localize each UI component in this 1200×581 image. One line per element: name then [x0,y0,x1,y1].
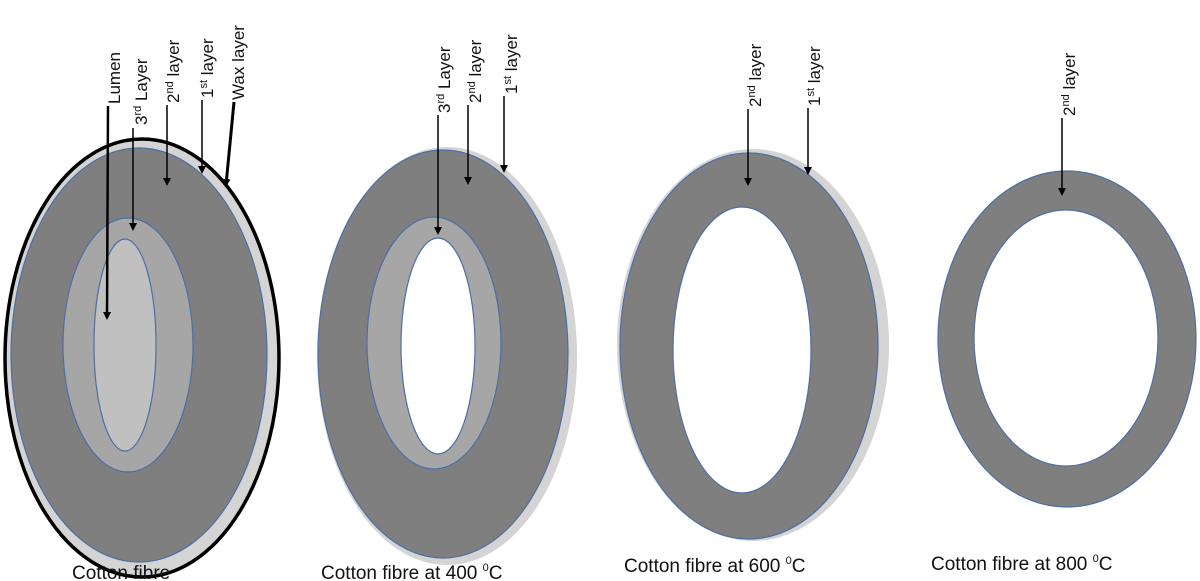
wax-layer-label: Wax layer [229,25,248,100]
fibre-raw: Lumen 3rd Layer 2nd layer 1st layer Wax … [3,25,281,581]
lumen-label: Lumen [105,52,124,104]
first-layer-label: 1st layer [198,38,217,98]
second-layer-label: 2nd layer [746,43,765,107]
wax-layer-arrow [222,101,236,187]
fibre-800c: 2nd layer Cotton fibre at 800 0C [931,52,1197,575]
lumen-hollow [973,209,1159,467]
third-layer-label: 3rd Layer [132,58,151,125]
lumen-hollow [400,237,476,455]
second-layer-label: 2nd layer [466,39,485,103]
caption-fibre-800: Cotton fibre at 800 0C [931,553,1112,575]
fibre-600c: 2nd layer 1st layer Cotton fibre at 600 … [617,43,889,577]
caption-fibre-600: Cotton fibre at 600 0C [624,555,805,577]
caption-fibre-raw: Cotton fibre [72,563,170,581]
third-layer-label: 3rd Layer [435,46,454,113]
first-layer-label: 1st layer [805,46,824,106]
fibre-400c: 3rd Layer 2nd layer 1st layer Cotton fib… [317,34,577,581]
first-layer-label: 1st layer [502,34,521,94]
caption-fibre-400: Cotton fibre at 400 0C [321,562,502,581]
lumen-hollow [672,206,812,494]
lumen-shape [93,238,157,452]
second-layer-label: 2nd layer [1060,52,1079,116]
second-layer-label: 2nd layer [164,39,183,103]
lumen-arrow [103,105,112,320]
